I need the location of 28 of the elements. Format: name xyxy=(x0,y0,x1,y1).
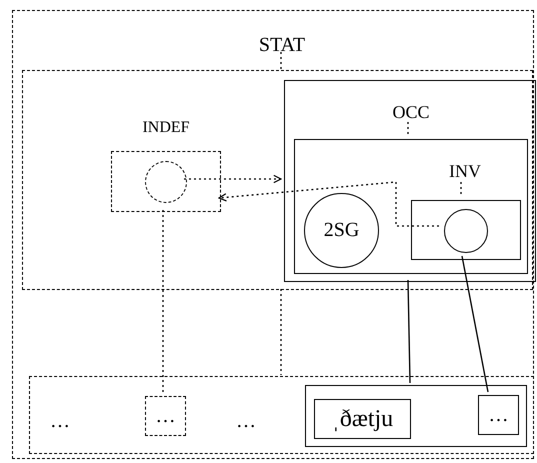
leader-line xyxy=(407,122,409,136)
ellipsis-text: … xyxy=(228,406,264,436)
dotted-arrow xyxy=(218,181,439,227)
dashed-box xyxy=(12,10,534,459)
ellipsis-text: … xyxy=(42,406,78,436)
dashed-box xyxy=(29,376,534,454)
feature-box xyxy=(294,139,528,274)
leader-line xyxy=(460,182,462,196)
leader-line xyxy=(280,52,282,69)
node-circle: 2SG xyxy=(304,193,379,268)
feature-box: … xyxy=(478,395,519,435)
feature-box xyxy=(411,200,521,260)
connector-line xyxy=(407,280,411,384)
node-label: INV xyxy=(449,162,481,180)
node-label: INDEF xyxy=(142,120,190,136)
node-circle xyxy=(444,209,488,253)
node-label: STAT xyxy=(258,35,306,55)
node-label: OCC xyxy=(392,103,430,121)
feature-box xyxy=(305,385,527,447)
feature-box xyxy=(284,80,536,282)
dotted-line xyxy=(280,289,282,375)
dashed-box: … xyxy=(145,396,186,436)
node-circle xyxy=(145,161,187,203)
dashed-box xyxy=(22,70,533,290)
dotted-arrow xyxy=(184,174,282,184)
connector-line xyxy=(461,256,489,392)
dotted-line xyxy=(162,210,164,394)
feature-box: ˌðætju xyxy=(314,399,411,439)
